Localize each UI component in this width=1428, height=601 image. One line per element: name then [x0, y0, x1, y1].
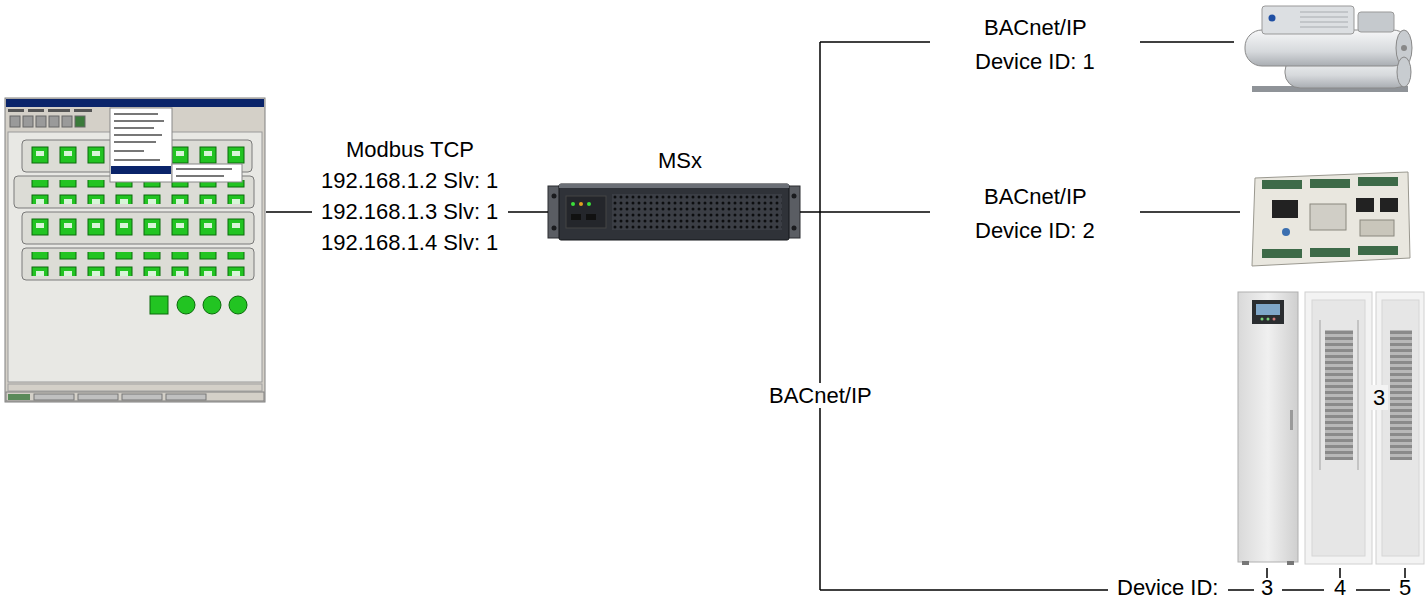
address-label: 192.168.1.2 Slv: 1 [321, 168, 498, 193]
scada-screenshot [5, 98, 265, 402]
protocol-label: BACnet/IP [984, 15, 1087, 40]
device-name: MSx [548, 148, 812, 173]
protocol-label: BACnet/IP [984, 184, 1087, 209]
device-id-label: Device ID: 1 [975, 49, 1095, 74]
device-node: MSx [548, 148, 812, 242]
controller-board [1252, 172, 1410, 266]
network-lines [266, 42, 1405, 590]
chiller-unit [1245, 6, 1412, 92]
address-label: 192.168.1.4 Slv: 1 [321, 230, 498, 255]
protocol-label: Modbus TCP [346, 137, 474, 162]
electrical-cabinets [1238, 292, 1424, 565]
device-id-number: 4 [1334, 575, 1346, 600]
device-id-label: Device ID: [1117, 575, 1218, 600]
device-id-label: Device ID: 2 [975, 218, 1095, 243]
address-label: 192.168.1.3 Slv: 1 [321, 199, 498, 224]
msx-server [548, 184, 800, 240]
callout-number: 3 [1370, 385, 1388, 410]
device-id-number: 5 [1399, 575, 1411, 600]
device-id-number: 3 [1261, 575, 1273, 600]
protocol-label: BACnet/IP [766, 383, 875, 408]
